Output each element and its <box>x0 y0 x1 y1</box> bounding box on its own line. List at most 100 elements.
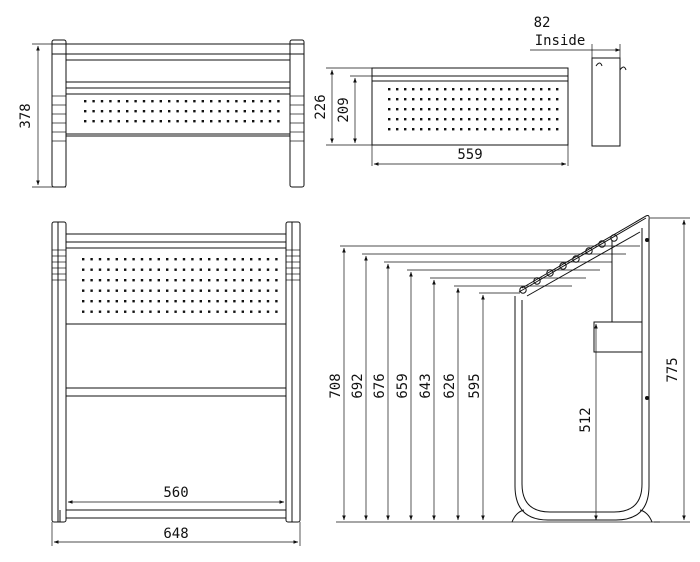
perforation-hole <box>90 289 93 292</box>
perforation-hole <box>468 88 471 91</box>
perforation-hole <box>124 289 127 292</box>
perforation-hole <box>84 120 87 123</box>
perforation-hole <box>92 100 95 103</box>
perforation-hole <box>226 120 230 123</box>
perforation-hole <box>556 108 559 111</box>
perforation-hole <box>436 98 439 101</box>
perforation-hole <box>201 120 204 123</box>
perforation-hole <box>492 108 495 111</box>
perforation-hole <box>388 88 391 91</box>
perforation-hole <box>224 279 228 282</box>
perforation-hole <box>548 128 551 131</box>
perforation-hole <box>100 120 104 123</box>
tier-height-label: 626 <box>442 373 458 398</box>
top-view: 378 <box>18 39 305 188</box>
perforation-hole <box>452 118 455 121</box>
perforation-hole <box>151 100 154 103</box>
perforation-hole <box>275 279 278 282</box>
perforation-hole <box>98 289 102 292</box>
perforation-hole <box>216 268 219 271</box>
perforation-hole <box>82 279 85 282</box>
perforation-hole <box>216 310 219 313</box>
perforation-hole <box>132 258 135 261</box>
perforation-hole <box>540 118 543 121</box>
perforation-hole <box>210 120 213 123</box>
perforation-hole <box>452 88 455 91</box>
perforation-hole <box>484 118 487 121</box>
perforation-hole <box>532 88 535 91</box>
perforation-hole <box>159 120 162 123</box>
perforation-hole <box>174 289 177 292</box>
perforation-hole <box>500 98 503 101</box>
perforation-hole <box>208 268 211 271</box>
perforation-hole <box>82 300 85 303</box>
panel-view: 226 209 559 <box>313 67 569 166</box>
perforation-hole <box>90 310 93 313</box>
perforation-hole <box>199 300 202 303</box>
perforation-hole <box>109 100 112 103</box>
perforation-hole <box>275 289 278 292</box>
perforation-hole <box>412 88 415 91</box>
perforation-hole <box>216 279 219 282</box>
perforation-hole <box>92 110 95 113</box>
perforation-hole <box>492 128 495 131</box>
front-outer-width-label: 648 <box>163 526 188 542</box>
perforation-hole <box>126 110 129 113</box>
perforation-hole <box>216 258 219 261</box>
perforation-hole <box>193 110 196 113</box>
perforation-hole <box>224 289 228 292</box>
perforation-hole <box>524 98 527 101</box>
peg <box>559 262 567 270</box>
perforation-hole <box>157 279 160 282</box>
perforation-hole <box>149 310 152 313</box>
perforation-hole <box>168 120 171 123</box>
perforation-hole <box>201 110 204 113</box>
panel-width-label: 559 <box>457 147 482 163</box>
perforation-hole <box>166 289 169 292</box>
perforation-hole <box>182 258 186 261</box>
perforation-hole <box>404 118 407 121</box>
perforation-hole <box>149 300 152 303</box>
perforation-hole <box>140 258 144 261</box>
perforation-hole <box>191 268 194 271</box>
perforation-hole <box>468 118 471 121</box>
perforation-hole <box>157 258 160 261</box>
perforation-hole <box>142 120 146 123</box>
perforation-hole <box>277 120 280 123</box>
peg <box>519 286 527 294</box>
perforation-hole <box>90 258 93 261</box>
perforation-hole <box>460 118 463 121</box>
perforation-hole <box>436 128 439 131</box>
perforation-hole <box>428 88 431 91</box>
perforation-hole <box>396 108 399 111</box>
perforation-hole <box>174 310 177 313</box>
perforation-hole <box>556 88 559 91</box>
perforation-hole <box>452 108 455 111</box>
perforation-hole <box>266 279 270 282</box>
perforation-hole <box>404 108 407 111</box>
perforation-hole <box>275 268 278 271</box>
perforation-hole <box>124 300 127 303</box>
perforation-hole <box>275 300 278 303</box>
perforation-hole <box>266 268 270 271</box>
perforation-hole <box>199 268 202 271</box>
perforation-hole <box>500 108 503 111</box>
perforation-hole <box>404 98 407 101</box>
perforation-hole <box>268 100 272 103</box>
perforation-hole <box>277 100 280 103</box>
perforation-hole <box>98 300 102 303</box>
section-width-value-label: 82 <box>534 15 551 31</box>
perforation-hole <box>117 100 120 103</box>
perforation-hole <box>107 268 110 271</box>
perforation-hole <box>388 98 391 101</box>
perforation-hole <box>396 128 399 131</box>
perforation-hole <box>107 258 110 261</box>
perforation-hole <box>548 88 551 91</box>
perforation-hole <box>241 258 244 261</box>
perforation-hole <box>452 98 455 101</box>
perforation-hole <box>140 289 144 292</box>
perforation-hole <box>149 289 152 292</box>
perforation-hole <box>142 110 146 113</box>
perforation-hole <box>208 300 211 303</box>
